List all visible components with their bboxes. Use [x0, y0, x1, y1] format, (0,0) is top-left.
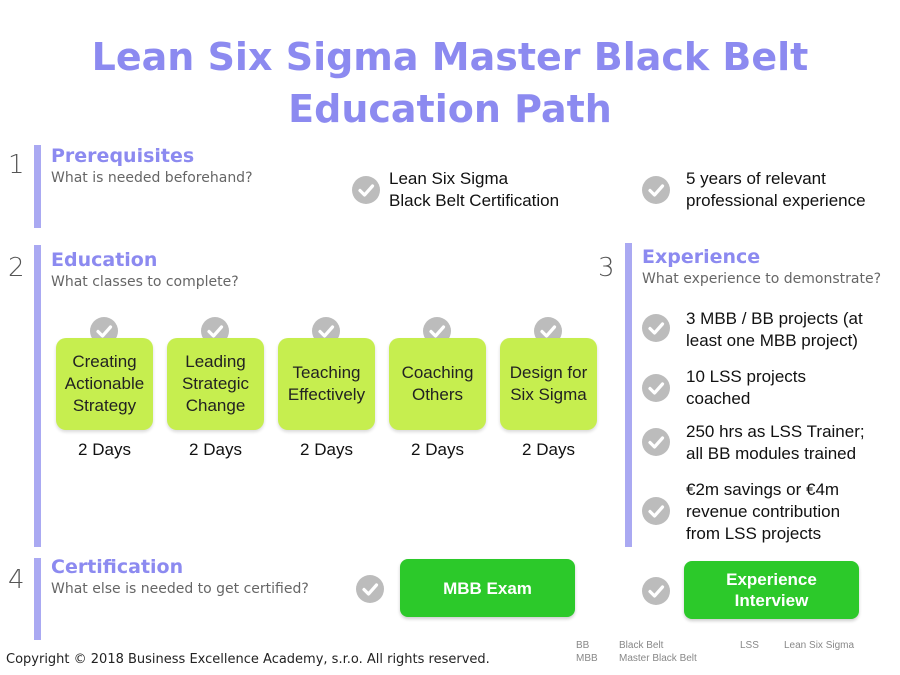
experience-item-line: revenue contribution [686, 502, 841, 521]
mbb-exam-label: MBB Exam [443, 578, 532, 598]
experience-item: 250 hrs as LSS Trainer; all BB modules t… [686, 421, 865, 465]
check-circle-icon [642, 374, 670, 402]
experience-item-line: from LSS projects [686, 524, 822, 543]
course-card: Coaching Others [389, 338, 486, 430]
course-title-line: Design for [509, 363, 588, 382]
section-number-3: 3 [598, 253, 615, 283]
course-title-line: Strategy [72, 396, 137, 415]
course-title-line: Coaching [401, 363, 474, 382]
section-number-1: 1 [8, 150, 25, 180]
mbb-exam-button: MBB Exam [400, 559, 575, 617]
experience-item-line: €2m savings or €4m [686, 480, 840, 499]
experience-interview-label: Experience [726, 570, 817, 589]
education-heading: Education [51, 249, 158, 271]
prerequisite-item-line: Lean Six Sigma [389, 169, 509, 188]
prerequisite-item: 5 years of relevant professional experie… [686, 168, 866, 212]
page-title-line1: Lean Six Sigma Master Black Belt [91, 35, 809, 79]
copyright-notice: Copyright © 2018 Business Excellence Aca… [6, 652, 490, 667]
check-circle-icon [642, 577, 670, 605]
experience-interview-label: Interview [734, 591, 809, 610]
course-card: Leading Strategic Change [167, 338, 264, 430]
experience-item-line: 10 LSS projects [686, 367, 807, 386]
experience-item: €2m savings or €4m revenue contribution … [686, 479, 840, 545]
experience-item-line: least one MBB project) [686, 331, 858, 350]
legend-abbr-lss: LSS [740, 640, 759, 651]
page-title-line2: Education Path [288, 87, 612, 131]
section-bar-certification [34, 558, 41, 640]
course-title-line: Effectively [287, 385, 366, 404]
check-circle-icon [642, 428, 670, 456]
course-card: Design for Six Sigma [500, 338, 597, 430]
course-duration: 2 Days [300, 440, 353, 459]
legend-full-mbb: Master Black Belt [619, 653, 697, 664]
course-card: Teaching Effectively [278, 338, 375, 430]
experience-item-line: coached [686, 389, 751, 408]
section-number-2: 2 [8, 253, 25, 283]
course-title-line: Six Sigma [510, 385, 587, 404]
prerequisite-item-line: Black Belt Certification [389, 191, 560, 210]
course-title-line: Creating [72, 352, 137, 371]
section-number-4: 4 [8, 565, 25, 595]
prerequisites-subheading: What is needed beforehand? [51, 170, 253, 186]
experience-subheading: What experience to demonstrate? [642, 271, 882, 287]
check-circle-icon [352, 176, 380, 204]
course-title-line: Actionable [64, 374, 145, 393]
check-circle-icon [642, 176, 670, 204]
experience-item-line: 250 hrs as LSS Trainer; [686, 422, 865, 441]
course-title-line: Teaching [292, 363, 361, 382]
experience-item: 3 MBB / BB projects (at least one MBB pr… [686, 308, 863, 352]
certification-subheading: What else is needed to get certified? [51, 581, 309, 597]
legend-full-lss: Lean Six Sigma [784, 640, 855, 651]
experience-heading: Experience [642, 246, 761, 268]
check-circle-icon [642, 497, 670, 525]
education-subheading: What classes to complete? [51, 274, 239, 290]
legend-full-bb: Black Belt [619, 640, 664, 651]
course-title-line: Change [185, 396, 246, 415]
course-title-line: Strategic [181, 374, 250, 393]
experience-item-line: all BB modules trained [686, 444, 857, 463]
course-card: Creating Actionable Strategy [56, 338, 153, 430]
legend-abbr-mbb: MBB [576, 653, 598, 664]
prerequisite-item-line: professional experience [686, 191, 866, 210]
course-title-line: Others [411, 385, 463, 404]
course-title-line: Leading [185, 352, 246, 371]
course-duration: 2 Days [411, 440, 464, 459]
section-bar-education [34, 245, 41, 547]
section-bar-prerequisites [34, 145, 41, 228]
prerequisites-heading: Prerequisites [51, 145, 195, 167]
legend-abbr-bb: BB [576, 640, 590, 651]
certification-heading: Certification [51, 556, 184, 578]
course-duration: 2 Days [189, 440, 242, 459]
experience-interview-button: Experience Interview [684, 561, 859, 619]
section-bar-experience [625, 243, 632, 547]
experience-item: 10 LSS projects coached [686, 366, 806, 410]
prerequisite-item: Lean Six Sigma Black Belt Certification [389, 168, 559, 212]
experience-item-line: 3 MBB / BB projects (at [686, 309, 863, 328]
course-duration: 2 Days [78, 440, 131, 459]
prerequisite-item-line: 5 years of relevant [686, 169, 826, 188]
check-circle-icon [642, 314, 670, 342]
check-circle-icon [356, 575, 384, 603]
course-duration: 2 Days [522, 440, 575, 459]
